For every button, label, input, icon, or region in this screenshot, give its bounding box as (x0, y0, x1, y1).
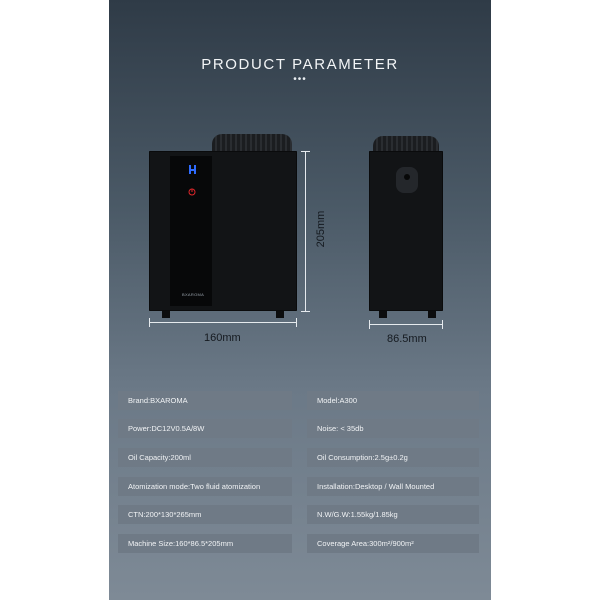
front-height-tick-bottom (301, 311, 310, 312)
side-grille (373, 136, 439, 154)
param-oil-capacity: Oil Capacity:200ml (118, 448, 292, 467)
side-nozzle-hole (404, 174, 410, 180)
param-ctn: CTN:200*130*265mm (118, 505, 292, 524)
param-machine-size: Machine Size:160*86.5*205mm (118, 534, 292, 553)
front-foot-right (276, 311, 284, 318)
side-depth-label: 86.5mm (387, 333, 427, 345)
param-power: Power:DC12V0.5A/8W (118, 419, 292, 438)
side-nozzle (396, 167, 418, 193)
water-drop-icon (188, 163, 198, 175)
param-weight: N.W/G.W:1.55kg/1.85kg (307, 505, 479, 524)
page-title: PRODUCT PARAMETER (201, 56, 399, 73)
side-depth-tick-right (442, 320, 443, 329)
front-width-line (149, 322, 297, 323)
brand-mark: BXAROMA (182, 292, 205, 297)
param-atomization-mode: Atomization mode:Two fluid atomization (118, 477, 292, 496)
title-dots: ••• (293, 74, 307, 85)
side-foot-right (428, 311, 436, 318)
side-depth-tick-left (369, 320, 370, 329)
param-installation: Installation:Desktop / Wall Mounted (307, 477, 479, 496)
front-control-panel (170, 156, 212, 306)
side-foot-left (379, 311, 387, 318)
param-coverage-area: Coverage Area:300m²/900m² (307, 534, 479, 553)
front-width-label: 160mm (204, 332, 241, 344)
power-icon (188, 183, 196, 196)
front-height-line (305, 151, 306, 312)
front-foot-left (162, 311, 170, 318)
product-parameter-poster: PRODUCT PARAMETER ••• BXAROMA 160mm (109, 0, 491, 600)
param-brand: Brand:BXAROMA (118, 391, 292, 410)
front-grille (212, 134, 292, 154)
front-height-tick-top (301, 151, 310, 152)
param-oil-consumption: Oil Consumption:2.5g±0.2g (307, 448, 479, 467)
param-model: Model:A300 (307, 391, 479, 410)
side-depth-line (369, 324, 443, 325)
front-width-tick-left (149, 318, 150, 327)
front-width-tick-right (296, 318, 297, 327)
front-height-label: 205mm (315, 210, 327, 248)
param-noise: Noise: < 35db (307, 419, 479, 438)
